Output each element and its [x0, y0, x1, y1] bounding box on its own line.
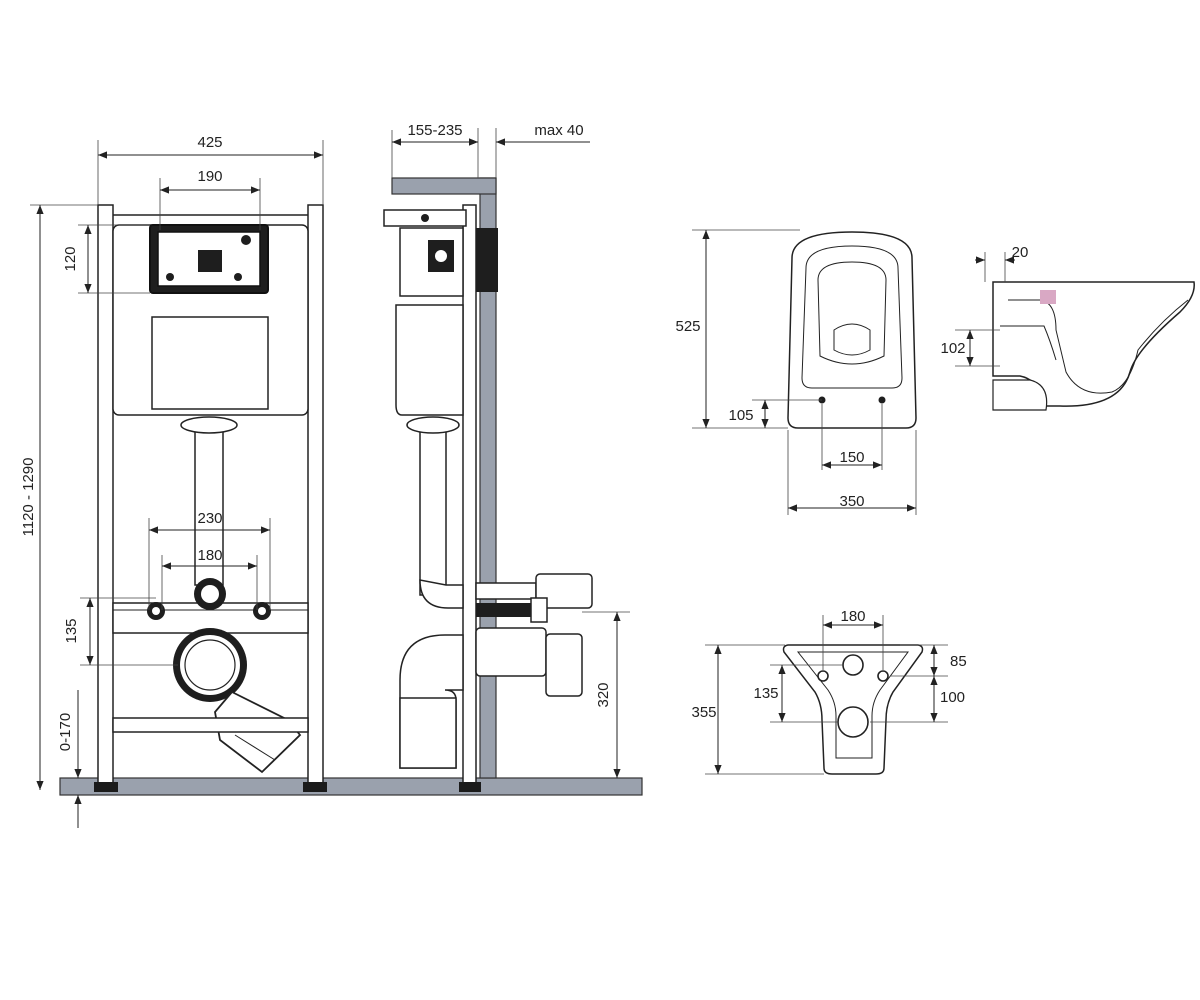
dim-width-studs: 230	[197, 510, 222, 527]
dim-back-hole-spacing: 180	[840, 608, 865, 625]
dim-height-panel: 120	[62, 246, 79, 271]
dim-back-bolt-offset: 135	[753, 685, 778, 702]
dim-width-total: 425	[197, 134, 222, 151]
dim-height-studs: 135	[63, 618, 80, 643]
dim-width-inner: 180	[197, 547, 222, 564]
dim-depth-max: max 40	[534, 122, 583, 139]
mounting-studs	[147, 602, 271, 620]
dim-rim: 20	[1012, 244, 1029, 261]
bowl-side-view: 20 102	[940, 244, 1195, 411]
dim-back-upper-offset: 85	[950, 653, 967, 670]
dim-back-height: 355	[691, 704, 716, 721]
dim-back-outlet-offset: 100	[940, 689, 965, 706]
dim-height-range: 1120 - 1290	[20, 458, 37, 537]
ceiling-section	[391, 177, 497, 195]
dim-hole-offset: 105	[728, 407, 753, 424]
bowl-outline	[787, 231, 917, 429]
dim-floor-range: 0-170	[57, 713, 74, 751]
dim-hole-spacing: 150	[839, 449, 864, 466]
dim-width-panel: 190	[197, 168, 222, 185]
drain-outlet	[173, 628, 302, 774]
dim-outlet-height: 320	[595, 682, 612, 707]
side-cistern	[395, 304, 464, 416]
dim-bowl-length: 525	[675, 318, 700, 335]
bowl-back-view: 180 355 135 85 100	[691, 608, 967, 775]
side-frame-post	[462, 204, 477, 791]
frame-right-post	[307, 204, 324, 791]
floor-slab	[59, 777, 643, 796]
side-view: 155-235 max 40 320	[383, 122, 630, 792]
dim-bowl-width: 350	[839, 493, 864, 510]
side-flush-pipe	[419, 424, 447, 596]
flush-panel	[149, 224, 269, 294]
bowl-top-view: 525 105 150 350	[675, 229, 917, 515]
dim-depth-range: 155-235	[407, 122, 462, 139]
front-view: 425 190 120 1120 - 1290 230 180 135	[20, 134, 643, 828]
dim-bowl-outlet-height: 102	[940, 340, 965, 357]
